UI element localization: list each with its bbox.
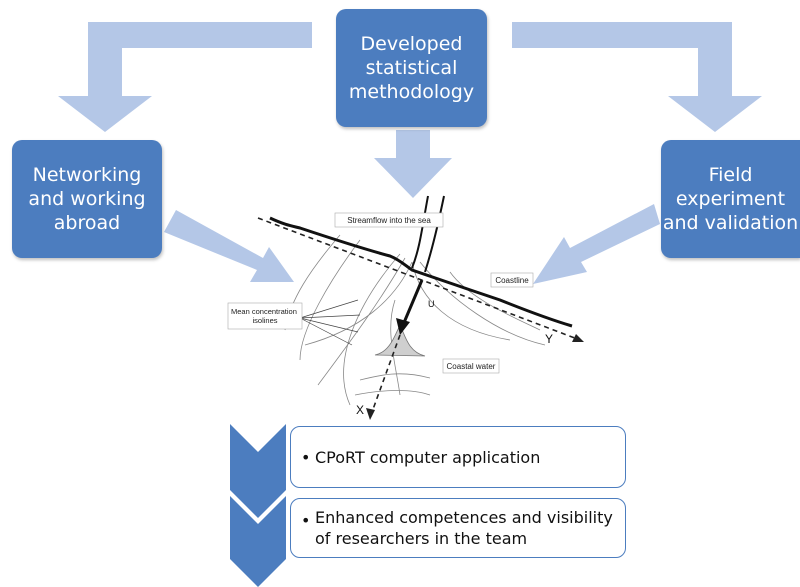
isolines-label-line1: Mean concentration <box>231 307 297 316</box>
arrow-to-networking <box>58 22 312 132</box>
coastline <box>269 216 573 328</box>
x-axis-label: X <box>356 403 364 417</box>
coastline-label: Coastline <box>495 276 529 285</box>
bullet-icon: • <box>301 511 311 530</box>
velocity-arrow <box>401 279 424 326</box>
arrow-center-down <box>374 130 452 198</box>
river-bank-left <box>411 195 429 269</box>
leader-lines <box>299 299 361 346</box>
bullet-icon: • <box>301 447 311 467</box>
isolines-label-frame <box>227 302 303 330</box>
arrow-networking-to-sketch <box>164 210 294 282</box>
streamflow-label-frame <box>334 212 444 228</box>
coastline-label-frame <box>490 272 534 288</box>
networking-box: Networking and working abroad <box>12 140 162 258</box>
methodology-box: Developed statistical methodology <box>336 9 487 127</box>
velocity-arrowhead <box>396 318 410 335</box>
streamflow-label: Streamflow into the sea <box>347 216 431 225</box>
y-axis-arrowhead <box>572 334 584 342</box>
coastal-water-label: Coastal water <box>447 362 496 371</box>
coastal-water-label-frame <box>442 358 500 374</box>
field-experiment-box: Field experiment and validation <box>661 140 800 258</box>
x-axis-arrowhead <box>366 408 375 420</box>
result-chevron-2 <box>230 496 286 587</box>
result-item-2: • Enhanced competences and visibility of… <box>290 498 626 558</box>
result-item-2-text: Enhanced competences and visibility of r… <box>315 508 613 548</box>
y-axis-label: Y <box>545 332 553 346</box>
result-item-1: • CPoRT computer application <box>290 426 626 488</box>
isolines-label: Mean concentration isolines <box>231 307 299 325</box>
arrow-to-field-experiment <box>512 22 762 132</box>
x-axis <box>371 334 401 413</box>
isolines-label-line2: isolines <box>252 316 277 325</box>
result-item-1-text: CPoRT computer application <box>315 447 541 467</box>
river-bank-right <box>424 195 445 273</box>
result-chevron-1 <box>230 424 286 518</box>
arrow-field-to-sketch <box>533 204 660 284</box>
velocity-label: U <box>428 299 435 309</box>
coastline-axis <box>257 217 581 341</box>
